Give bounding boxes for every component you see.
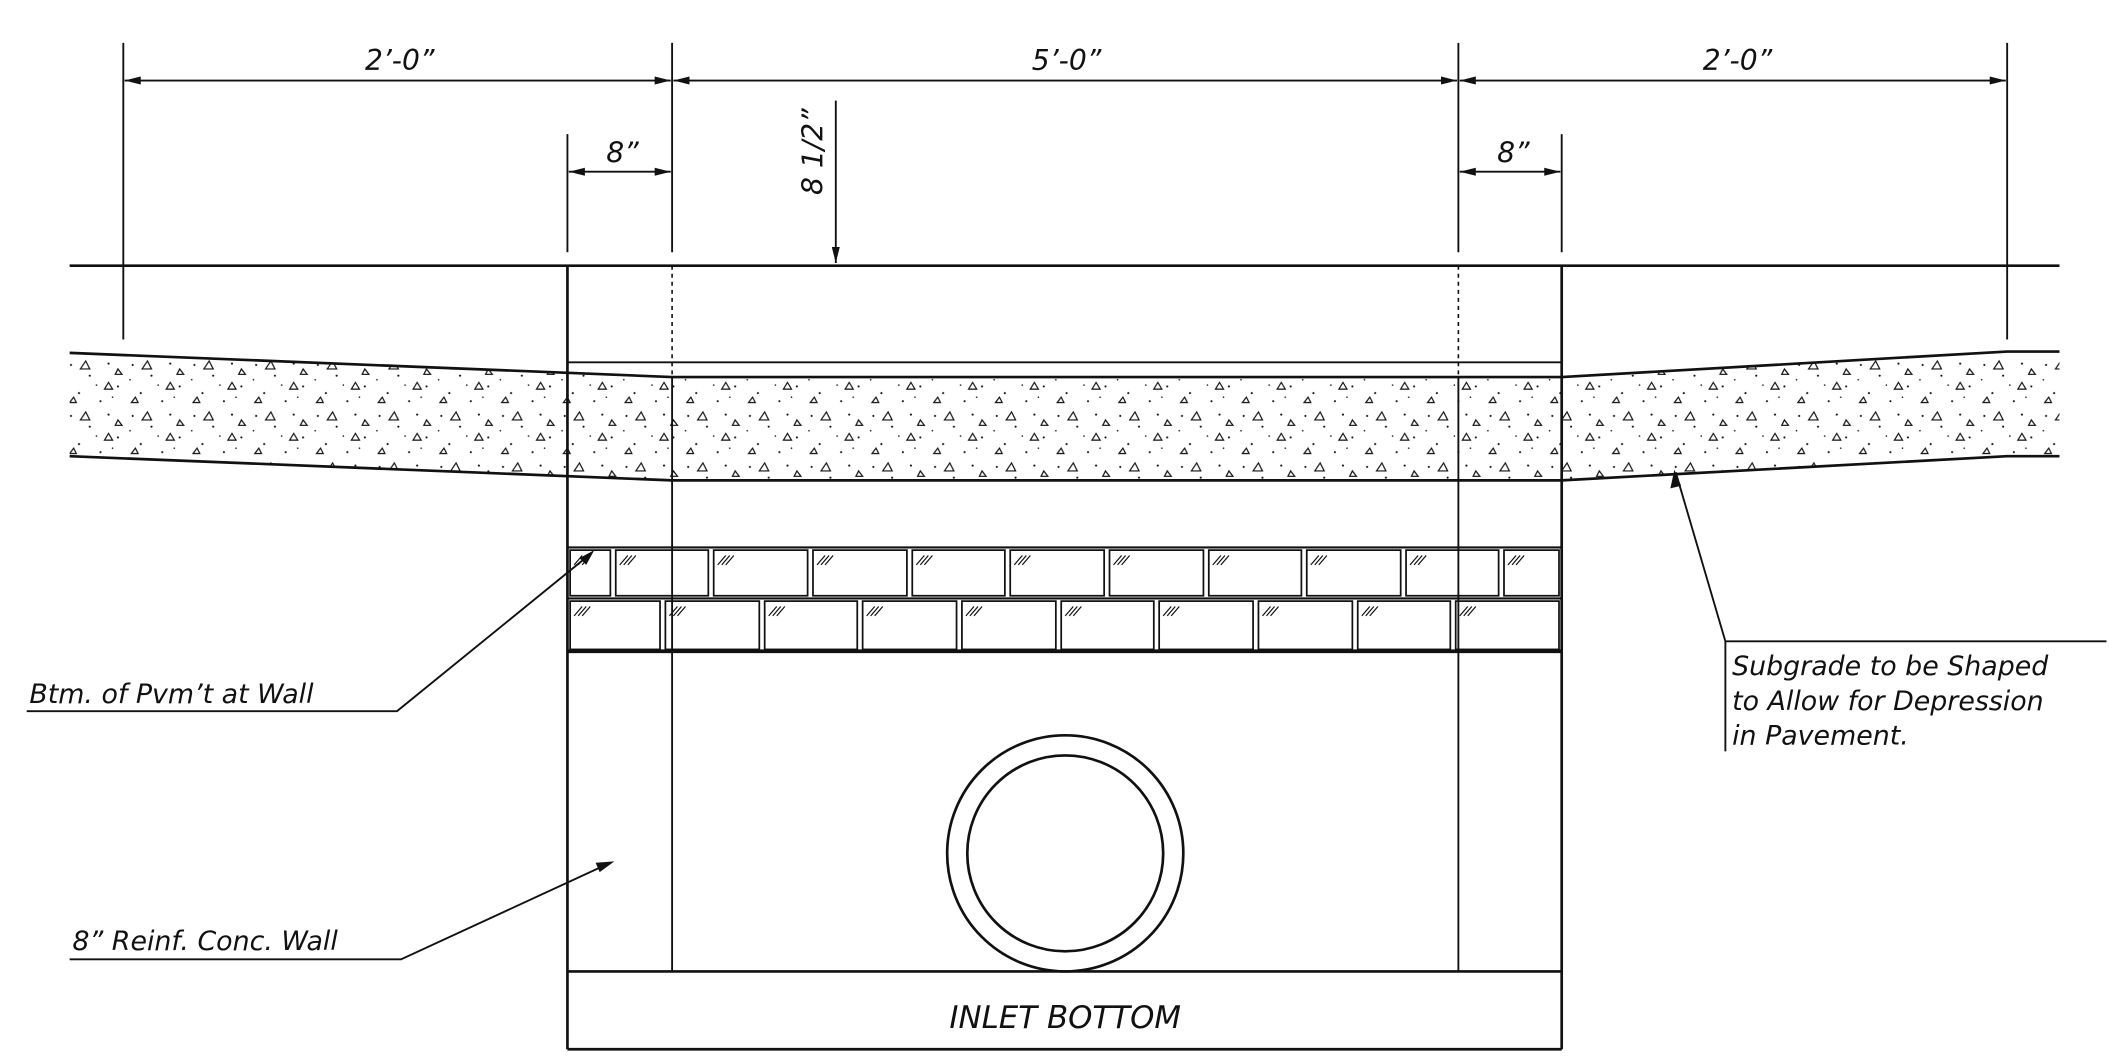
pavement-bottom-label: Btm. of Pvm’t at Wall — [29, 679, 314, 710]
brick — [1405, 549, 1500, 597]
right-span-dimension: 2’-0” — [1703, 44, 1773, 77]
brick-courses — [567, 546, 1562, 654]
pipe — [945, 733, 1185, 973]
extension-lines — [122, 42, 2009, 340]
left-span-dimension: 2’-0” — [365, 44, 435, 77]
brick — [911, 549, 1006, 597]
brick — [712, 549, 809, 597]
brick — [1257, 600, 1354, 651]
depression-dimension: 8 1/2” — [796, 108, 829, 195]
brick — [1207, 549, 1303, 597]
brick — [1356, 600, 1452, 651]
left-wall-dimension: 8” — [606, 136, 639, 169]
subgrade-label-line2: to Allow for Depression — [1732, 686, 2044, 717]
brick — [1108, 549, 1205, 597]
brick — [569, 549, 612, 597]
callout-wall: 8” Reinf. Conc. Wall — [69, 861, 615, 961]
pavement-top — [69, 264, 2060, 364]
dimension-text: 2’-0” 5’-0” 2’-0” 8” 8” 8 1/2” — [365, 44, 1773, 195]
brick — [664, 600, 761, 651]
center-span-dimension: 5’-0” — [1032, 44, 1102, 77]
brick — [861, 600, 958, 651]
brick — [1009, 549, 1106, 597]
brick — [614, 549, 710, 597]
brick — [961, 600, 1057, 651]
subgrade-label-line1: Subgrade to be Shaped — [1732, 651, 2049, 682]
right-wall-dimension: 8” — [1497, 136, 1530, 169]
subgrade-label-line3: in Pavement. — [1732, 721, 1909, 752]
callout-subgrade: Subgrade to be Shaped to Allow for Depre… — [1670, 469, 2107, 752]
brick — [569, 600, 661, 651]
wall-label: 8” Reinf. Conc. Wall — [72, 926, 338, 957]
brick — [1060, 600, 1155, 651]
inlet-bottom-slab: INLET BOTTOM — [567, 970, 1562, 1051]
brick — [1305, 549, 1402, 597]
brick — [1503, 549, 1560, 597]
brick — [763, 600, 859, 651]
inlet-walls — [566, 265, 1564, 1050]
brick — [812, 549, 908, 597]
brick — [1158, 600, 1254, 651]
inlet-bottom-label: INLET BOTTOM — [949, 1000, 1181, 1036]
concrete-pavement — [69, 350, 2060, 482]
brick — [1454, 600, 1560, 651]
callout-pavement-bottom: Btm. of Pvm’t at Wall — [26, 550, 595, 713]
